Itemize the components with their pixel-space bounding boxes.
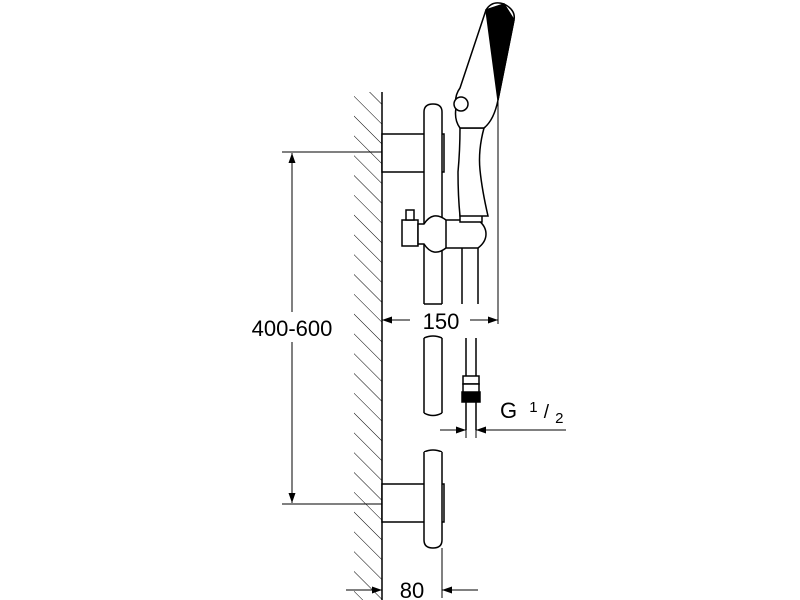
thread-slash: / bbox=[544, 402, 550, 423]
thread-label: G 1 / 2 bbox=[500, 392, 563, 427]
reach-dimension bbox=[382, 16, 499, 324]
wall bbox=[354, 92, 383, 600]
height-range-label: 400-600 bbox=[252, 316, 333, 341]
slider-holder bbox=[401, 209, 487, 253]
thread-prefix: G bbox=[500, 398, 517, 423]
offset-label: 80 bbox=[400, 578, 424, 600]
thread-dimension bbox=[440, 418, 566, 438]
shower-rail bbox=[423, 103, 443, 549]
offset-dimension bbox=[346, 522, 478, 598]
shower-hose bbox=[461, 248, 481, 430]
reach-label: 150 bbox=[423, 309, 460, 334]
thread-denominator: 2 bbox=[555, 410, 563, 427]
hand-shower bbox=[453, 2, 516, 217]
thread-numerator: 1 bbox=[529, 399, 537, 416]
